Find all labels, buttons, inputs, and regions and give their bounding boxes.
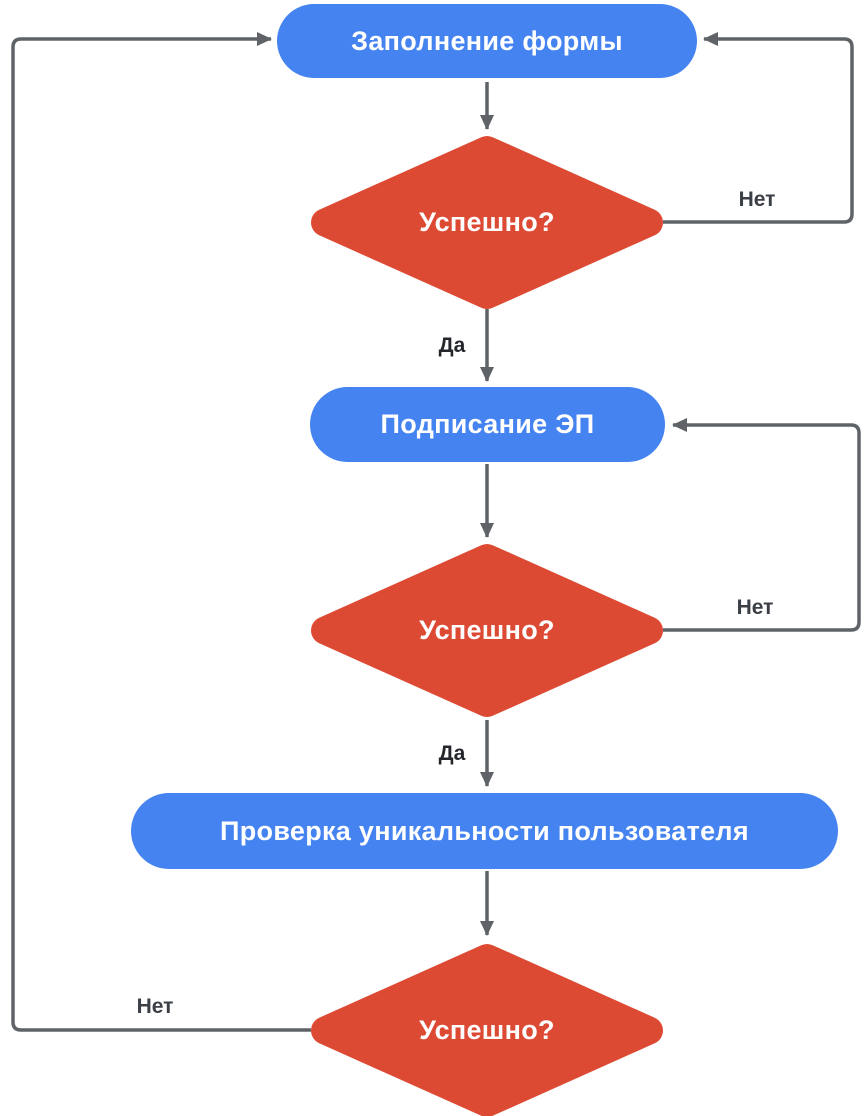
process-node-fill-form-label: Заполнение формы (351, 25, 623, 56)
edge-label-no-3: Нет (136, 995, 174, 1018)
process-node-sign-ep-label: Подписание ЭП (380, 409, 595, 439)
decision-node-2-label: Успешно? (419, 615, 555, 645)
process-node-check-unique: Проверка уникальности пользователя (131, 793, 838, 869)
diamond-shape-3 (311, 944, 663, 1116)
process-node-fill-form: Заполнение формы (277, 4, 697, 78)
decision-node-1-label: Успешно? (419, 207, 555, 237)
edge-label-no-2: Нет (736, 596, 774, 619)
edge-label-yes-2: Да (438, 742, 466, 765)
diamond-shape-2 (311, 544, 663, 717)
process-node-sign-ep: Подписание ЭП (310, 387, 665, 462)
edge-label-yes-1: Да (438, 334, 466, 357)
decision-node-3-label: Успешно? (419, 1015, 555, 1045)
decision-node-3: Успешно? (310, 943, 664, 1116)
edge-decision3-no-loop (11, 32, 311, 1032)
decision-node-2: Успешно? (310, 543, 664, 718)
process-node-check-unique-label: Проверка уникальности пользователя (220, 815, 749, 846)
decision-node-1: Успешно? (310, 135, 664, 310)
diamond-shape-1 (311, 136, 663, 309)
edge-label-no-1: Нет (738, 188, 776, 211)
